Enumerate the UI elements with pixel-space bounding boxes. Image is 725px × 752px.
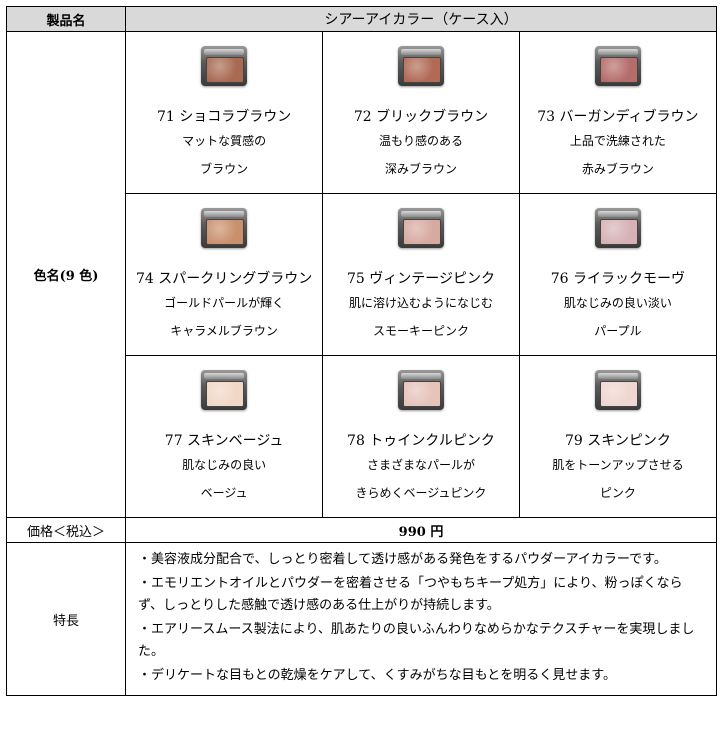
shade-swatch <box>599 57 638 83</box>
shade-swatch <box>402 57 441 83</box>
shade-swatch <box>206 57 245 83</box>
features-row: 特長 ・美容液成分配合で、しっとり密着して透け感がある発色をするパウダーアイカラ… <box>6 542 717 696</box>
shade-desc-line2: キャラメルブラウン <box>170 324 278 338</box>
shade-desc-line1: 上品で洗練された <box>569 134 666 148</box>
feature-item: ・エアリースムース製法により、肌あたりの良いふんわりなめらかなテクスチャーを実現… <box>138 622 695 659</box>
product-name-value: シアーアイカラー（ケース入） <box>125 6 717 32</box>
shade-desc-line1: ゴールドパールが輝く <box>164 296 285 310</box>
eyeshadow-compact-icon <box>201 370 248 410</box>
shade-cell-74: 74 スパークリングブラウン ゴールドパールが輝く キャラメルブラウン <box>126 193 324 356</box>
shade-name: 76 ライラックモーヴ <box>550 271 686 287</box>
shade-row: 77 スキンベージュ 肌なじみの良い ベージュ 78 トゥインクルピンク さまざ… <box>126 355 716 517</box>
shade-cell-72: 72 ブリックブラウン 温もり感のある 深みブラウン <box>322 32 520 194</box>
shade-desc-line2: 深みブラウン <box>384 162 457 176</box>
shade-name: 75 ヴィンテージピンク <box>346 271 495 287</box>
shade-name: 79 スキンピンク <box>564 433 671 449</box>
shade-desc-line1: マットな質感の <box>182 134 267 148</box>
shade-desc-line1: さまざまなパールが <box>366 458 475 472</box>
shade-desc-line1: 肌なじみの良い <box>182 458 267 472</box>
price-value: 990 円 <box>125 517 717 543</box>
eyeshadow-compact-icon <box>397 46 444 86</box>
eyeshadow-compact-icon <box>594 46 641 86</box>
shade-name: 74 スパークリングブラウン <box>135 271 313 287</box>
shade-cell-79: 79 スキンピンク 肌をトーンアップさせる ピンク <box>518 355 716 517</box>
shade-name: 72 ブリックブラウン <box>353 109 489 125</box>
shade-cell-78: 78 トゥインクルピンク さまざまなパールが きらめくベージュピンク <box>322 355 520 517</box>
features-list: ・美容液成分配合で、しっとり密着して透け感がある発色をするパウダーアイカラーです… <box>125 542 717 696</box>
shade-cell-77: 77 スキンベージュ 肌なじみの良い ベージュ <box>126 355 324 517</box>
shade-desc-line2: きらめくベージュピンク <box>355 486 487 500</box>
shade-desc-line2: ブラウン <box>200 162 249 176</box>
shade-desc-line1: 肌なじみの良い淡い <box>563 296 672 310</box>
shade-desc-line2: スモーキーピンク <box>372 324 469 338</box>
shade-desc-line2: ベージュ <box>200 486 248 500</box>
product-name-row: 製品名 シアーアイカラー（ケース入） <box>6 6 717 32</box>
shade-grid-cell: 71 ショコラブラウン マットな質感の ブラウン 72 ブリックブラウン 温もり… <box>125 31 717 518</box>
shade-swatch <box>206 381 245 407</box>
shade-desc-line2: 赤みブラウン <box>581 162 654 176</box>
shade-row: 71 ショコラブラウン マットな質感の ブラウン 72 ブリックブラウン 温もり… <box>126 32 716 194</box>
shade-cell-75: 75 ヴィンテージピンク 肌に溶け込むようになじむ スモーキーピンク <box>322 193 520 356</box>
shade-swatch <box>402 219 441 245</box>
price-row: 価格＜税込＞ 990 円 <box>6 517 717 543</box>
shade-name: 77 スキンベージュ <box>164 433 284 449</box>
product-spec-table: 製品名 シアーアイカラー（ケース入） 色名(9 色) 71 ショコラブラウン マ… <box>6 6 717 696</box>
shade-desc-line1: 肌をトーンアップさせる <box>552 458 684 472</box>
feature-item: ・美容液成分配合で、しっとり密着して透け感がある発色をするパウダーアイカラーです… <box>138 552 667 567</box>
shade-name: 78 トゥインクルピンク <box>347 433 495 449</box>
shade-cell-73: 73 バーガンディブラウン 上品で洗練された 赤みブラウン <box>518 32 716 194</box>
product-spec-sheet: 製品名 シアーアイカラー（ケース入） 色名(9 色) 71 ショコラブラウン マ… <box>6 6 717 696</box>
eyeshadow-compact-icon <box>201 46 248 86</box>
shade-desc-line1: 温もり感のある <box>378 134 463 148</box>
shade-desc-line1: 肌に溶け込むようになじむ <box>348 296 493 310</box>
feature-item: ・デリケートな目もとの乾燥をケアして、くすみがちな目もとを明るく見せます。 <box>138 668 617 683</box>
shade-swatch <box>402 381 441 407</box>
color-names-row: 色名(9 色) 71 ショコラブラウン マットな質感の ブラウン 72 ブリック… <box>6 31 717 518</box>
shade-desc-line2: ピンク <box>599 486 636 500</box>
shade-name: 71 ショコラブラウン <box>156 109 292 125</box>
shade-grid: 71 ショコラブラウン マットな質感の ブラウン 72 ブリックブラウン 温もり… <box>126 32 716 517</box>
shade-swatch <box>599 219 638 245</box>
shade-swatch <box>206 219 245 245</box>
feature-item: ・エモリエントオイルとパウダーを密着させる「つやもちキープ処方」により、粉っぽく… <box>138 576 683 613</box>
shade-row: 74 スパークリングブラウン ゴールドパールが輝く キャラメルブラウン 75 ヴ… <box>126 193 716 356</box>
shade-cell-76: 76 ライラックモーヴ 肌なじみの良い淡い パープル <box>518 193 716 356</box>
eyeshadow-compact-icon <box>594 208 641 248</box>
product-name-label: 製品名 <box>6 6 126 32</box>
shade-name: 73 バーガンディブラウン <box>537 109 699 125</box>
price-label: 価格＜税込＞ <box>6 517 126 543</box>
color-names-label: 色名(9 色) <box>6 31 126 518</box>
shade-swatch <box>599 381 638 407</box>
eyeshadow-compact-icon <box>594 370 641 410</box>
eyeshadow-compact-icon <box>201 208 248 248</box>
shade-cell-71: 71 ショコラブラウン マットな質感の ブラウン <box>126 32 324 194</box>
shade-desc-line2: パープル <box>594 324 642 338</box>
eyeshadow-compact-icon <box>397 370 444 410</box>
eyeshadow-compact-icon <box>397 208 444 248</box>
features-label: 特長 <box>6 542 126 696</box>
